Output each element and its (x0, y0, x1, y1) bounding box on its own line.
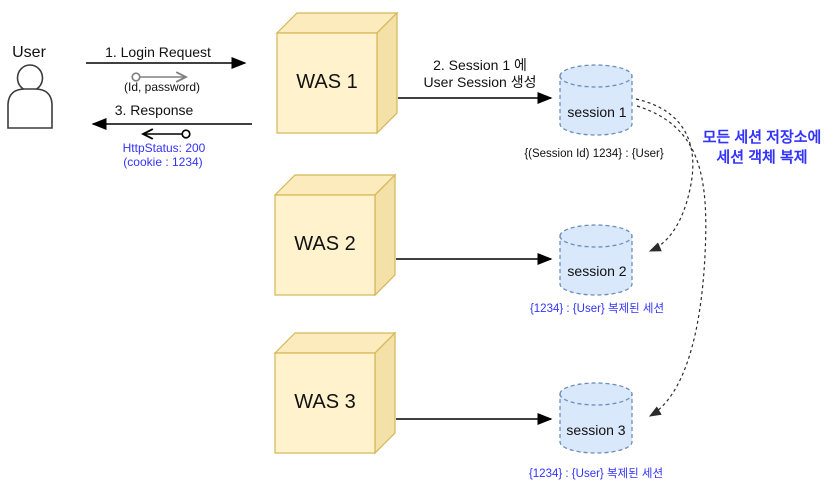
session2-label: session 2 (567, 263, 627, 279)
was2-label: WAS 2 (294, 233, 356, 255)
session1-label: session 1 (567, 104, 627, 120)
was1-box (275, 11, 399, 135)
session1-cylinder (559, 64, 633, 136)
was2-box (273, 173, 397, 297)
session1-caption: {(Session Id) 1234} : {User} (524, 148, 664, 160)
session3-label: session 3 (566, 422, 626, 438)
credentials-label: (Id, password) (123, 80, 201, 94)
was3-box (273, 331, 397, 455)
session3-caption: {1234} : {User} 복제된 세션 (528, 468, 664, 480)
login-request-label: 1. Login Request (105, 44, 211, 60)
user-icon (7, 64, 53, 129)
replication-note-line2: 세션 객체 복제 (716, 149, 808, 166)
http-status-label: HttpStatus: 200 (122, 141, 206, 155)
session-create-label-line2: User Session 생성 (423, 74, 537, 90)
cookie-label: (cookie : 1234) (123, 155, 203, 169)
was3-label: WAS 3 (294, 391, 356, 413)
replication-curve-session2 (635, 98, 694, 252)
session3-cylinder (559, 382, 633, 454)
replication-curve-session3 (636, 105, 707, 417)
session2-caption: {1234} : {User} 복제된 세션 (529, 303, 665, 315)
replication-note-line1: 모든 세션 저장소에 (702, 129, 822, 146)
session-create-label-line1: 2. Session 1 에 (433, 57, 527, 73)
was1-label: WAS 1 (296, 71, 358, 93)
response-label: 3. Response (114, 102, 194, 118)
session2-cylinder (559, 224, 633, 296)
user-label: User (12, 44, 46, 61)
